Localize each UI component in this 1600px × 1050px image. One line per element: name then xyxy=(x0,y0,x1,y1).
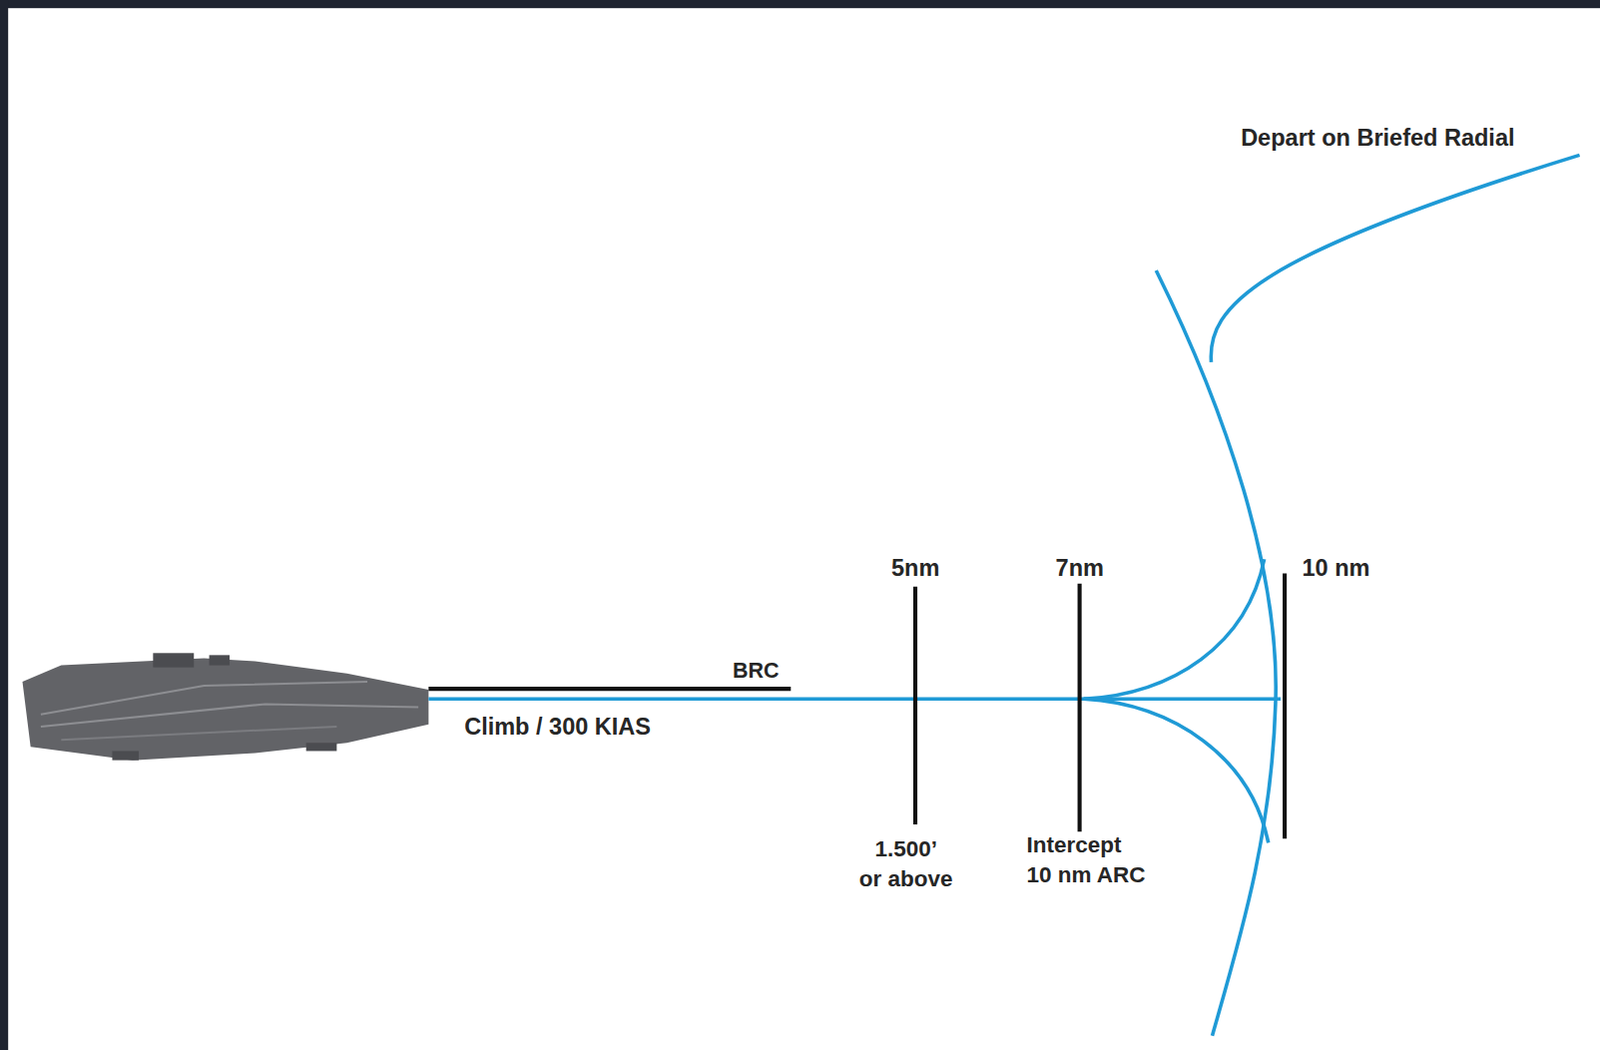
label-line: Intercept xyxy=(1026,829,1145,861)
carrier-detail xyxy=(306,742,338,751)
altitude-note: 1.500’ or above xyxy=(859,833,954,895)
arc-path xyxy=(1155,270,1276,1037)
turn-path xyxy=(1083,698,1269,843)
distance-label: 7nm xyxy=(1056,552,1104,582)
brc-line xyxy=(428,686,791,691)
carrier-detail xyxy=(111,750,139,760)
carrier-island xyxy=(209,654,230,665)
frame-edge xyxy=(0,0,1600,8)
departure-path xyxy=(1210,154,1580,363)
label-line: or above xyxy=(859,864,954,896)
course-label: BRC xyxy=(732,656,780,684)
flight-path xyxy=(428,697,1281,702)
turn-path xyxy=(1083,558,1265,699)
distance-mark xyxy=(1282,573,1287,840)
distance-mark xyxy=(1077,583,1082,832)
route-note: Depart on Briefed Radial xyxy=(1240,123,1515,153)
label-line: 10 nm ARC xyxy=(1026,860,1145,892)
climb-note: Climb / 300 KIAS xyxy=(464,712,651,742)
frame-edge xyxy=(0,0,8,1050)
carrier-hull xyxy=(21,657,429,760)
distance-mark xyxy=(913,586,918,825)
distance-label: 5nm xyxy=(891,552,940,582)
label-line: 1.500’ xyxy=(859,833,954,865)
carrier-island xyxy=(152,652,194,667)
distance-label: 10 nm xyxy=(1301,552,1370,582)
deck-marking xyxy=(60,726,337,740)
carrier-illustration xyxy=(21,652,429,760)
deck-marking xyxy=(40,703,419,726)
intercept-note: Intercept 10 nm ARC xyxy=(1026,829,1145,891)
